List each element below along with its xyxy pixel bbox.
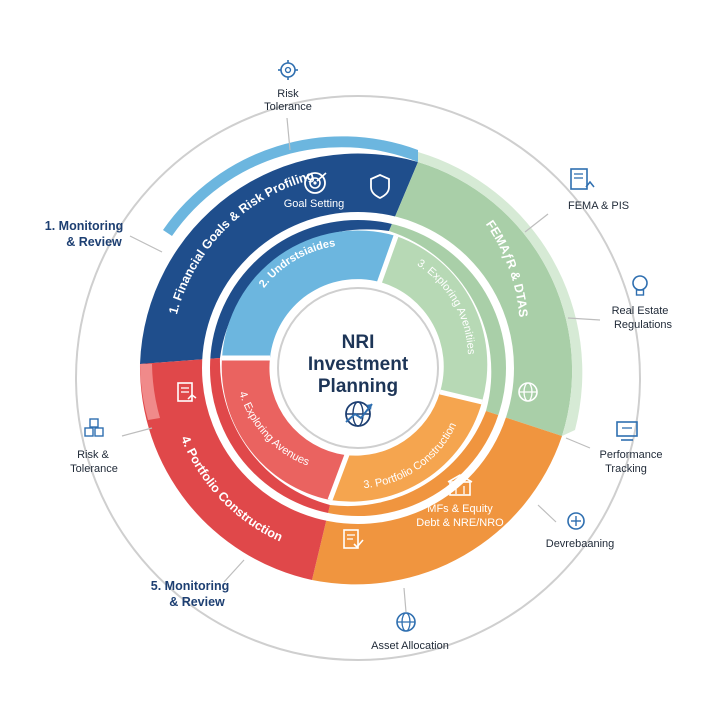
gear-icon (278, 60, 298, 80)
globe-growth-icon (345, 401, 373, 427)
monitoring-bottom-2: & Review (169, 595, 225, 609)
target-icon (304, 172, 327, 194)
monitor-icon (616, 421, 638, 441)
orange-inner-label-2: Debt & NRE/NRO (416, 517, 504, 529)
segment-red-edge (140, 364, 160, 420)
orange-inner-label-1: MFs & Equity (427, 503, 493, 515)
building-icon (447, 474, 473, 496)
monitoring-bottom-1: 5. Monitoring (151, 579, 229, 593)
document-upload-icon (570, 168, 595, 190)
cubes-icon (84, 418, 104, 437)
inner-light-green[interactable] (380, 236, 488, 402)
risk-tolerance-left-2: Tolerance (70, 463, 118, 475)
center-disc (274, 284, 442, 452)
balance-icon (567, 512, 585, 530)
segment-blue[interactable] (140, 153, 418, 364)
real-estate-label-1: Real Estate (612, 305, 669, 317)
globe-icon (518, 382, 538, 402)
shield-icon (370, 174, 390, 200)
risk-tolerance-left-1: Risk & (77, 449, 109, 461)
center-ring (277, 287, 439, 449)
center-title-line2: Investment (308, 354, 409, 375)
segment-red[interactable] (139, 358, 330, 580)
center-title-line3: Planning (318, 376, 398, 397)
inner-light-red[interactable] (221, 358, 345, 500)
connectors (121, 117, 601, 613)
fema-label: FEMA & PIS (568, 200, 629, 212)
globe-outline-icon (396, 612, 416, 632)
lightbulb-icon (632, 275, 648, 296)
risk-tolerance-top-2: Tolerance (264, 101, 312, 113)
monitoring-top-2: & Review (66, 235, 122, 249)
center-title-line1: NRI (342, 332, 375, 353)
performance-label-1: Performance (600, 449, 663, 461)
goal-setting-label: Goal Setting (284, 198, 345, 210)
segment-green[interactable] (389, 162, 573, 436)
document-icon (177, 382, 197, 402)
separator-ring (202, 212, 514, 524)
segment-blue-edge (163, 136, 418, 236)
rebalancing-label: Devrebaaning (546, 538, 615, 550)
monitoring-top-1: 1. Monitoring (45, 219, 123, 233)
asset-allocation-label: Asset Allocation (371, 640, 449, 652)
performance-label-2: Tracking (605, 463, 647, 475)
inner-light-blue[interactable] (222, 230, 396, 358)
inner-light-orange[interactable] (330, 392, 482, 502)
risk-tolerance-top-1: Risk (277, 88, 299, 100)
outer-ring (75, 95, 641, 661)
inner-band (221, 230, 488, 502)
checklist-icon (343, 529, 364, 549)
real-estate-label-2: Regulations (614, 319, 673, 331)
